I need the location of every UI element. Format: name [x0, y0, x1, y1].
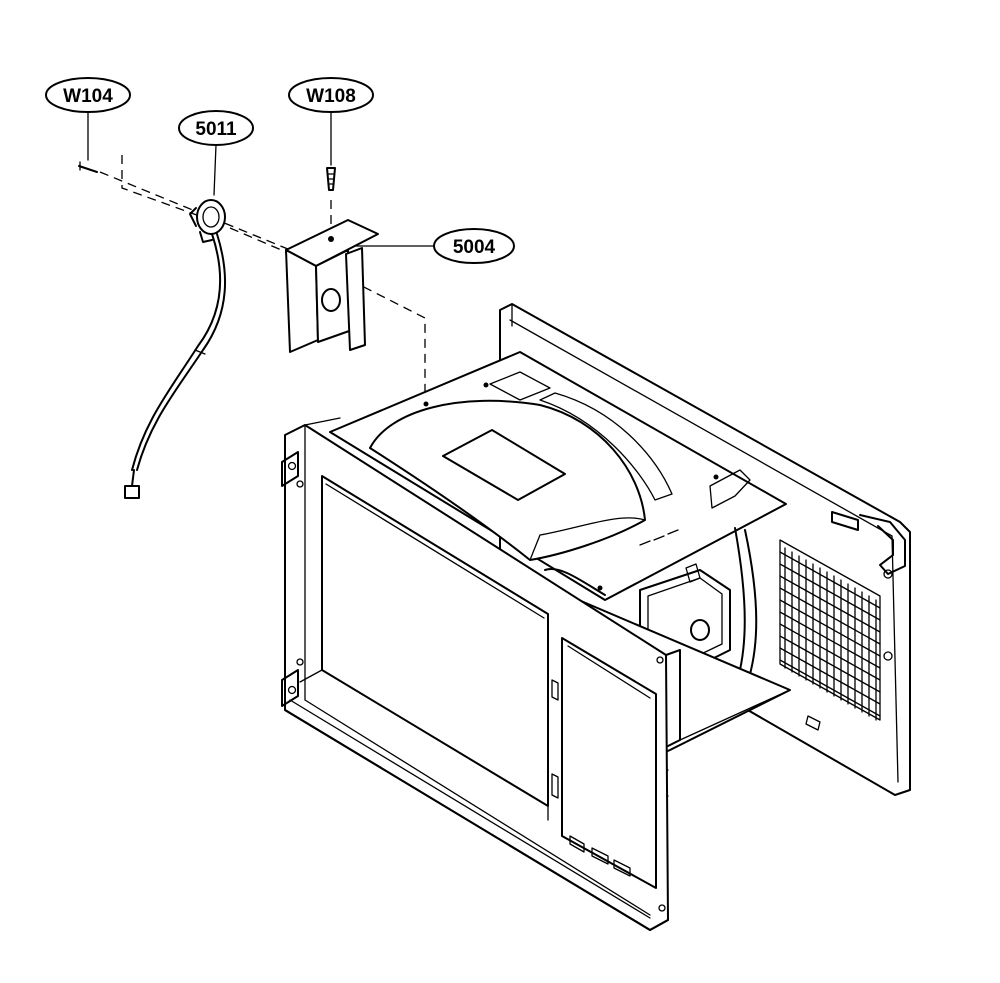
callout-w104: W104 [45, 77, 131, 161]
thermostat-sensor-5011 [124, 199, 227, 499]
screw-w108 [326, 167, 336, 191]
callout-w108: W108 [288, 77, 374, 166]
callout-w108-label: W108 [306, 86, 356, 107]
callout-5004-label: 5004 [453, 237, 496, 258]
callout-5004: 5004 [355, 228, 515, 264]
screw-w104 [78, 161, 98, 173]
bracket-5004 [285, 219, 379, 353]
vent-grid [779, 539, 881, 721]
callout-w104-label: W104 [63, 86, 113, 107]
microwave-chassis [281, 303, 911, 931]
callout-5011: 5011 [178, 110, 254, 196]
callout-5011-label: 5011 [195, 119, 237, 140]
assembly-lines [99, 155, 426, 400]
